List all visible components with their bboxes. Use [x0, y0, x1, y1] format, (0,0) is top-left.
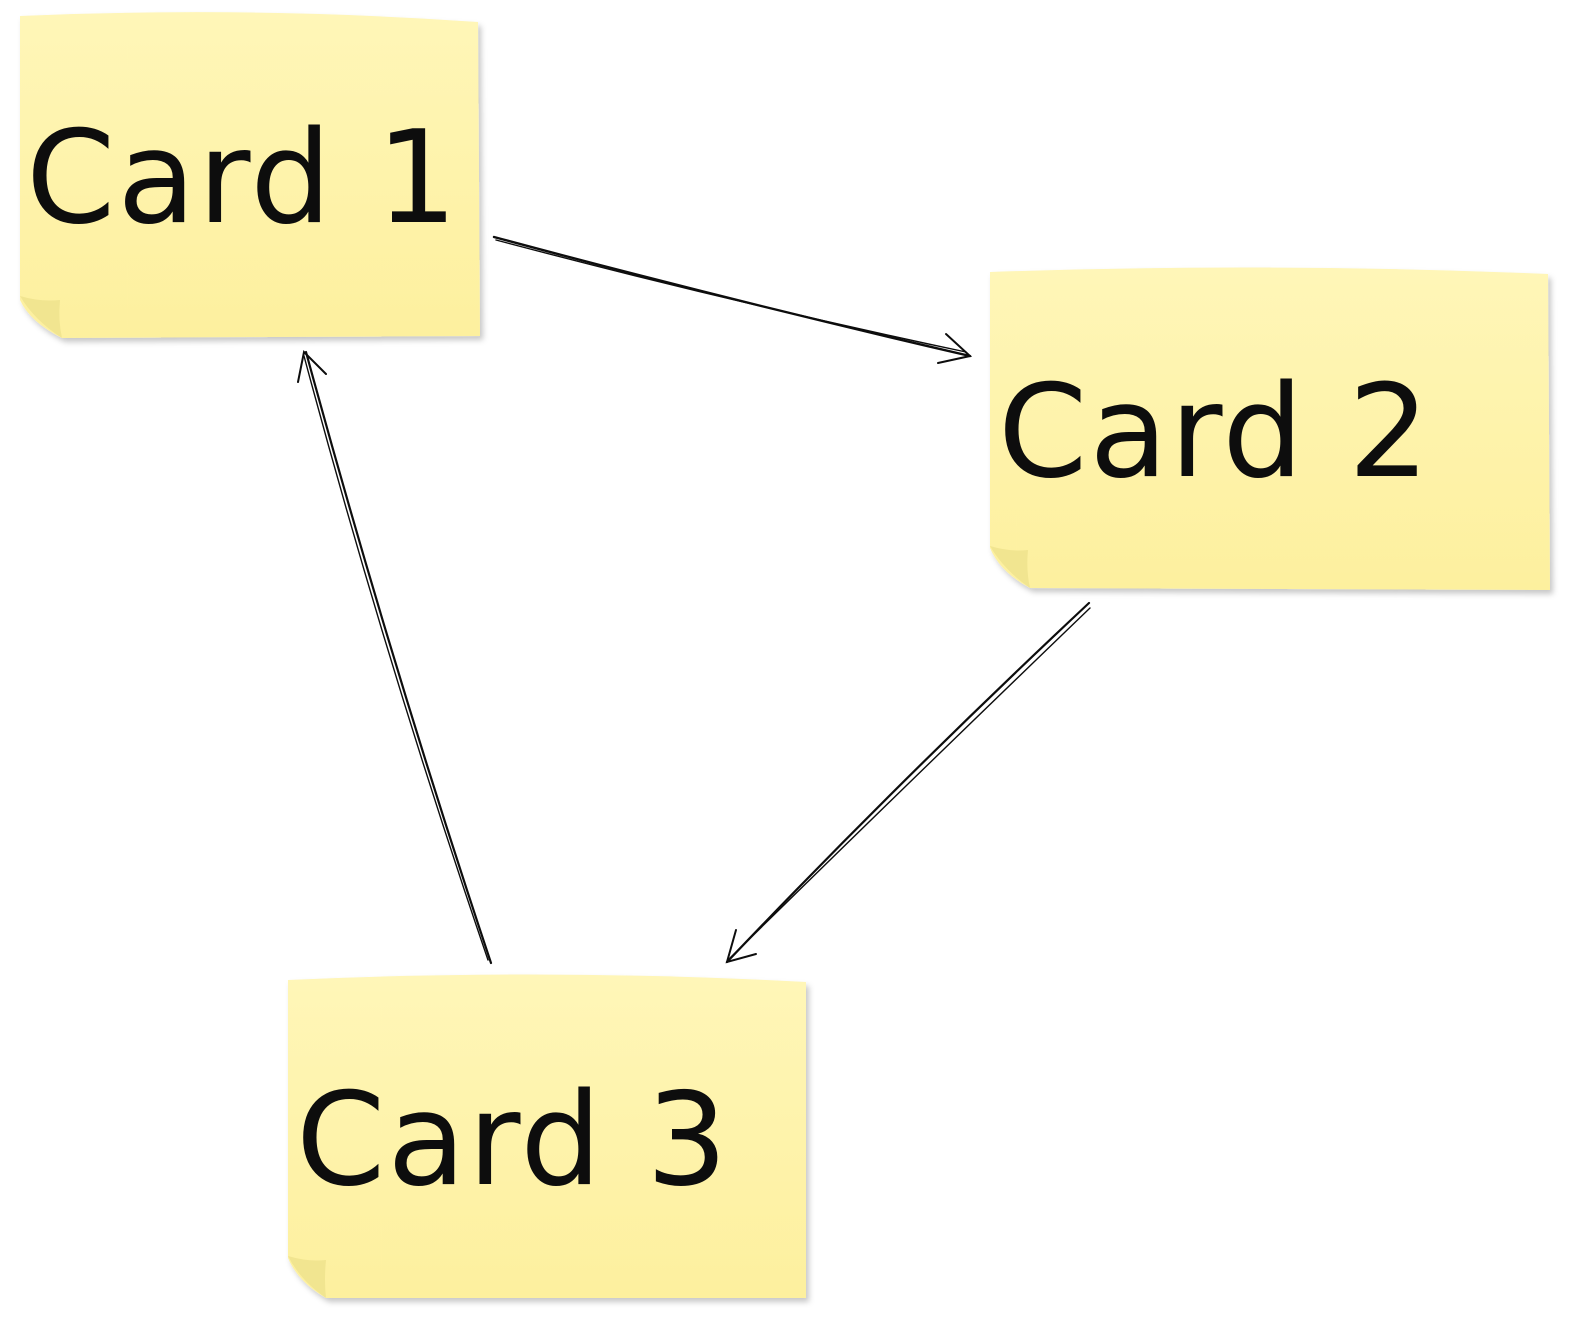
card-3-fold [288, 1256, 326, 1298]
connector-card-2-to-card-3[interactable] [725, 601, 1091, 964]
card-3-label: Card 3 [296, 1066, 730, 1215]
arrowhead [297, 349, 327, 383]
connector-line [725, 601, 1091, 964]
card-1-body [20, 12, 480, 339]
card-2[interactable]: Card 2 [990, 267, 1550, 590]
card-2-label: Card 2 [998, 358, 1432, 507]
card-2-body [990, 267, 1550, 590]
arrowhead [725, 929, 757, 964]
card-1-label: Card 1 [26, 104, 460, 253]
connector-line-sketch [495, 239, 967, 353]
card-3[interactable]: Card 3 [288, 974, 806, 1298]
card-1[interactable]: Card 1 [20, 12, 480, 339]
card-1-fold [20, 296, 62, 338]
connector-card-1-to-card-2[interactable] [492, 235, 973, 364]
connector-line-sketch [303, 355, 489, 961]
card-2-fold [990, 546, 1030, 588]
connector-line-sketch [729, 607, 1091, 959]
connector-card-3-to-card-1[interactable] [297, 349, 493, 965]
connector-line [304, 350, 493, 965]
arrowhead [937, 333, 973, 364]
card-3-body [288, 974, 806, 1298]
